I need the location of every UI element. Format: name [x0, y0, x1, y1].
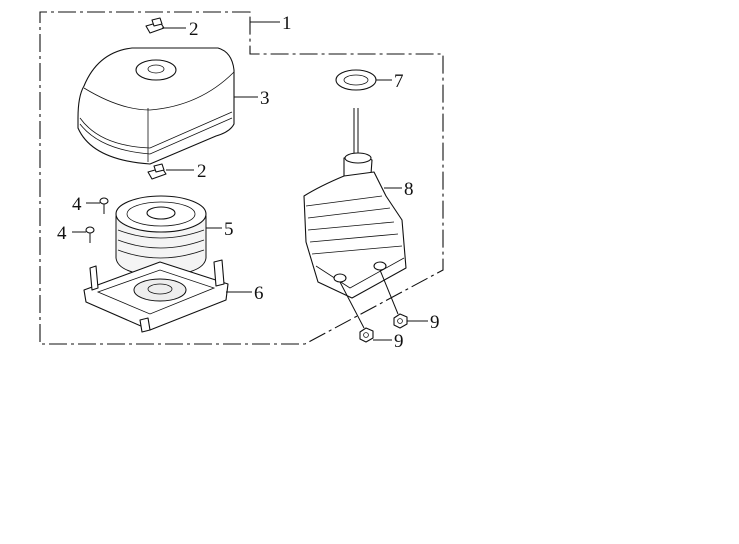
callout-2-top: 2	[189, 19, 199, 40]
assembly-boundary	[39, 11, 444, 345]
callout-2-middle: 2	[197, 161, 207, 182]
callout-7: 7	[394, 71, 404, 92]
callout-1: 1	[282, 13, 292, 34]
nut-right	[393, 313, 408, 329]
callout-3: 3	[260, 88, 270, 109]
callout-4-upper: 4	[72, 194, 82, 215]
gasket	[335, 69, 377, 91]
bolt-upper	[99, 197, 109, 214]
bolt-lower	[85, 226, 95, 243]
callout-4-lower: 4	[57, 223, 67, 244]
callout-9-right: 9	[430, 312, 440, 333]
air-cleaner-base	[83, 259, 229, 333]
callout-8: 8	[404, 179, 414, 200]
clip-top	[145, 17, 165, 34]
nut-left	[359, 327, 374, 343]
filter-element	[115, 195, 207, 277]
air-cleaner-cover	[77, 47, 235, 165]
clip-middle	[147, 163, 167, 180]
callout-5: 5	[224, 219, 234, 240]
callout-6: 6	[254, 283, 264, 304]
callout-9-left: 9	[394, 331, 404, 352]
air-cleaner-elbow	[303, 108, 407, 299]
leader-lines	[72, 21, 428, 341]
